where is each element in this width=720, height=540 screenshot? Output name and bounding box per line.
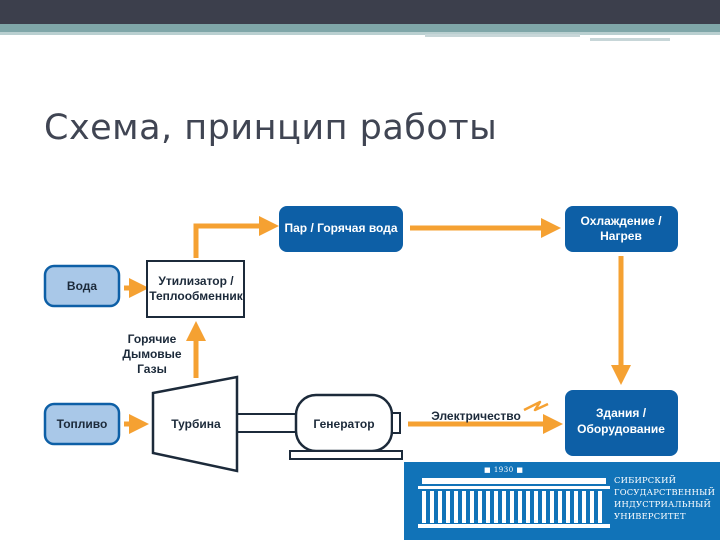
node-buildings-label-2: Оборудование	[577, 422, 665, 436]
university-building-emblem	[418, 478, 610, 528]
node-heat-exchanger: Утилизатор / Теплообменник	[146, 260, 245, 318]
lightning-icon	[523, 400, 549, 412]
university-name: СИБИРСКИЙ ГОСУДАРСТВЕННЫЙ ИНДУСТРИАЛЬНЫЙ…	[614, 474, 720, 522]
node-cooling-label-2: Нагрев	[600, 229, 642, 243]
top-accent-line-light	[0, 32, 720, 35]
arrows	[124, 216, 631, 434]
node-generator-label: Генератор	[313, 417, 374, 431]
node-turbine-label: Турбина	[171, 417, 221, 431]
node-steam-label: Пар / Горячая вода	[285, 221, 398, 235]
node-fuel-label: Топливо	[57, 417, 108, 431]
node-steam-hot-water: Пар / Горячая вода	[279, 206, 403, 252]
university-name-line-1: СИБИРСКИЙ	[614, 475, 677, 485]
node-cooling-label-1: Охлаждение /	[580, 214, 662, 228]
university-name-line-4: УНИВЕРСИТЕТ	[614, 511, 686, 521]
node-buildings-label-1: Здания /	[596, 406, 647, 420]
electricity-label: Электричество	[431, 409, 521, 423]
logo-year: ■ 1930 ■	[484, 466, 524, 474]
university-name-line-3: ИНДУСТРИАЛЬНЫЙ	[614, 499, 712, 509]
gases-label-2: Дымовые	[122, 347, 181, 361]
gases-label-3: Газы	[137, 362, 167, 376]
top-deco-line-2	[590, 38, 670, 41]
node-heat-exchanger-label-2: Теплообменник	[149, 289, 243, 303]
node-heat-exchanger-label-1: Утилизатор /	[158, 274, 234, 288]
node-cooling-heating: Охлаждение / Нагрев	[565, 206, 678, 252]
top-accent-line	[0, 24, 720, 32]
node-water: Вода	[43, 264, 121, 308]
node-turbine: Турбина	[151, 375, 239, 473]
node-buildings-equipment: Здания / Оборудование	[565, 390, 678, 456]
slide-title: Схема, принцип работы	[44, 108, 498, 148]
node-fuel: Топливо	[43, 402, 121, 446]
flue-gases-label: Горячие Дымовые Газы	[122, 332, 181, 376]
node-water-label: Вода	[67, 279, 97, 293]
university-logo: ■ 1930 ■ СИБИРСКИЙ ГОСУДАРСТВЕННЫЙ ИНДУС…	[404, 462, 720, 540]
node-generator: Генератор	[289, 393, 403, 460]
gases-label-1: Горячие	[128, 332, 177, 346]
arrow-heat-exchanger-to-steam	[193, 216, 279, 258]
university-name-line-2: ГОСУДАРСТВЕННЫЙ	[614, 487, 716, 497]
top-deco-line	[425, 34, 580, 37]
turbine-generator-shaft	[237, 413, 296, 433]
top-bar	[0, 0, 720, 24]
